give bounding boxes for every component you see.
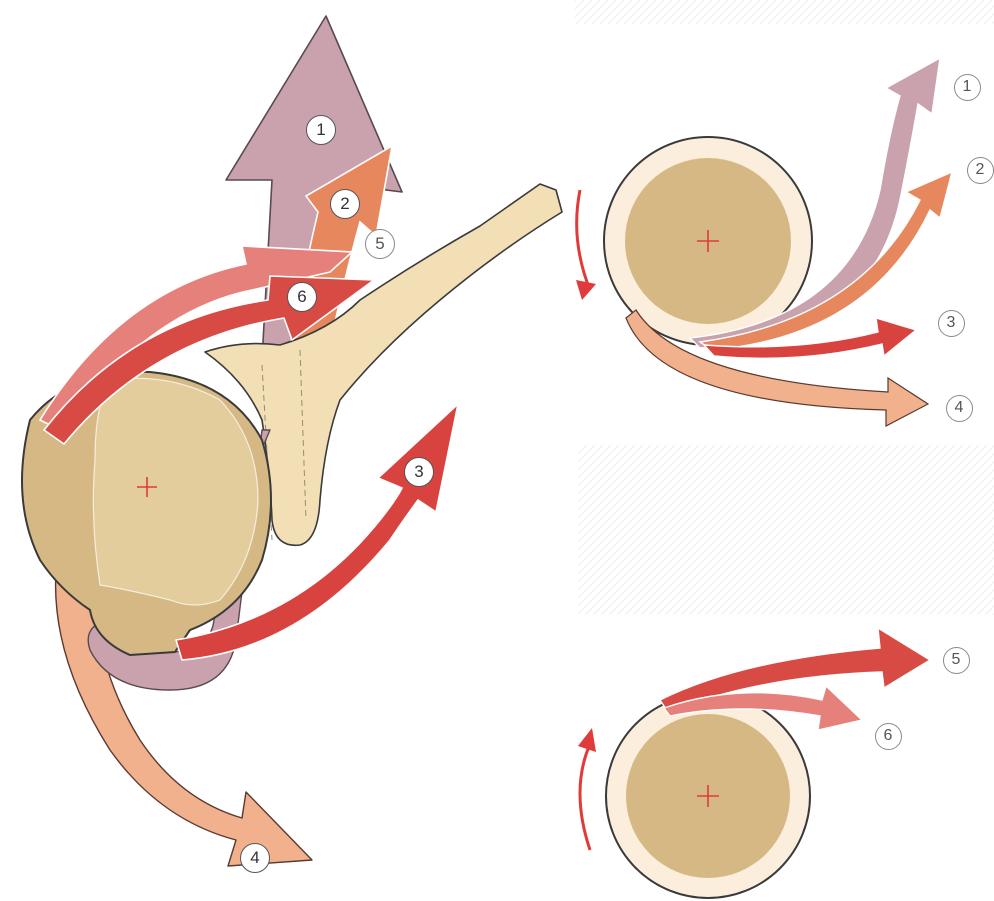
hatch-panel-top <box>575 0 994 24</box>
rotation-arrowhead-top <box>576 280 596 300</box>
label-top-right-3: 3 <box>938 310 965 337</box>
label-bottom-right-5: 5 <box>943 647 970 674</box>
hatch-panel-middle <box>578 445 994 615</box>
label-left-1: 1 <box>306 115 336 145</box>
label-left-3: 3 <box>404 457 434 487</box>
label-top-right-1: 1 <box>954 74 981 101</box>
label-top-right-2: 2 <box>967 157 994 184</box>
rotation-arrow-top-icon <box>577 190 590 290</box>
label-left-2: 2 <box>330 189 360 219</box>
label-bottom-right-6: 6 <box>875 723 902 750</box>
label-left-4: 4 <box>240 843 270 873</box>
rotation-arrow-bottom-icon <box>580 744 590 850</box>
rotation-arrowhead-bottom <box>578 728 596 752</box>
label-top-right-4: 4 <box>946 395 973 422</box>
label-left-6: 6 <box>287 282 317 312</box>
label-left-5: 5 <box>365 229 395 259</box>
